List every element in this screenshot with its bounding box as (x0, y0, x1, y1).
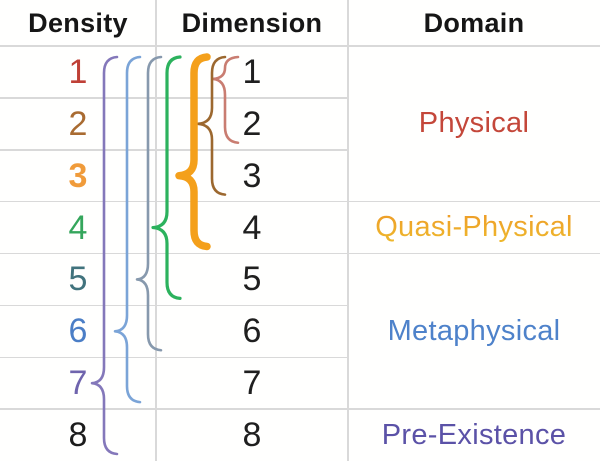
gridline-h-3 (0, 200, 600, 203)
density-cell-8: 8 (68, 416, 88, 455)
density-cell-6: 6 (68, 312, 88, 351)
column-header-dimension: Dimension (181, 7, 323, 38)
density-cell-3: 3 (68, 156, 88, 195)
domain-cell-metaphysical: Metaphysical (387, 314, 561, 347)
gridline-v-2 (347, 0, 349, 461)
density-cell-7: 7 (68, 364, 88, 403)
dimension-cell-1: 1 (242, 52, 262, 91)
density-cell-2: 2 (68, 104, 88, 143)
dimension-cell-5: 5 (242, 260, 262, 299)
gridline-h-5 (0, 304, 348, 307)
dimension-cell-2: 2 (242, 104, 262, 143)
column-header-domain: Domain (423, 7, 525, 38)
density-cell-1: 1 (68, 52, 88, 91)
density-cell-4: 4 (68, 208, 88, 247)
dimension-cell-4: 4 (242, 208, 262, 247)
density-cell-5: 5 (68, 260, 88, 299)
gridline-h-0 (0, 45, 600, 47)
domain-cell-physical: Physical (418, 107, 530, 140)
dimension-cell-3: 3 (242, 156, 262, 195)
gridline-h-4 (0, 252, 600, 255)
dimension-cell-6: 6 (242, 312, 262, 351)
dimension-cell-8: 8 (242, 416, 262, 455)
domain-cell-pre-existence: Pre-Existence (381, 418, 567, 451)
column-header-density: Density (28, 7, 128, 38)
domain-cell-quasi-physical: Quasi-Physical (348, 202, 600, 254)
dimension-cell-7: 7 (242, 364, 262, 403)
gridline-h-7 (0, 408, 600, 410)
gridline-h-6 (0, 356, 348, 358)
